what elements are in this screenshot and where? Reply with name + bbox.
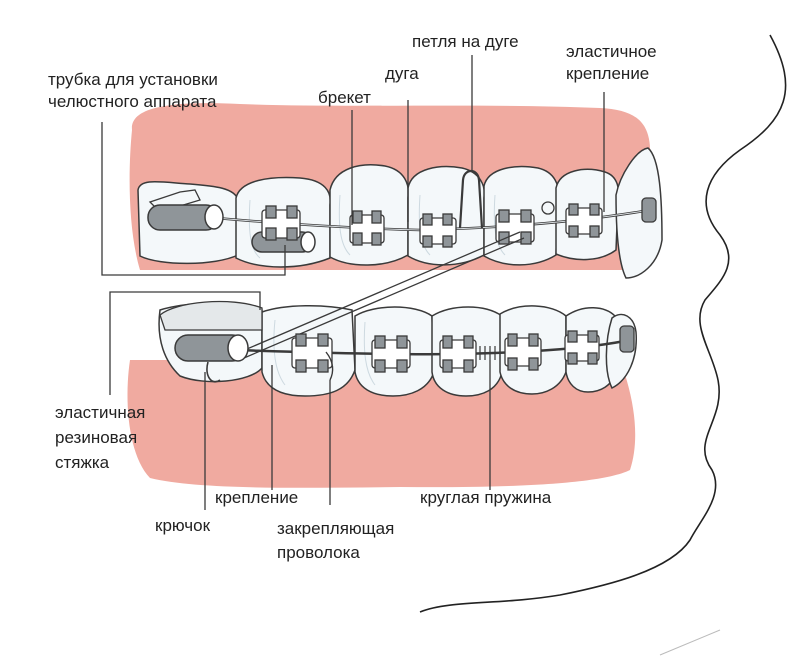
label-loop: петля на дуге: [412, 32, 519, 51]
upper-bracket-2: [350, 211, 384, 245]
label-bracket: брекет: [318, 88, 371, 107]
label-coil-spring: круглая пружина: [420, 488, 552, 507]
label-arch: дуга: [385, 64, 419, 83]
upper-bracket-4: [496, 210, 534, 244]
label-hook: крючок: [155, 516, 211, 535]
lower-bracket-5: [565, 331, 599, 364]
upper-bracket-3: [420, 214, 456, 247]
upper-end-bracket: [642, 198, 656, 222]
decorative-stroke: [660, 630, 720, 655]
lower-bracket-2: [372, 336, 410, 372]
lower-end-bracket: [620, 326, 634, 352]
upper-bracket-5: [566, 204, 602, 237]
upper-bracket-1: [262, 206, 300, 240]
label-attachment: крепление: [215, 488, 298, 507]
lower-bracket-4: [505, 334, 541, 370]
lower-bracket-3: [440, 336, 476, 372]
